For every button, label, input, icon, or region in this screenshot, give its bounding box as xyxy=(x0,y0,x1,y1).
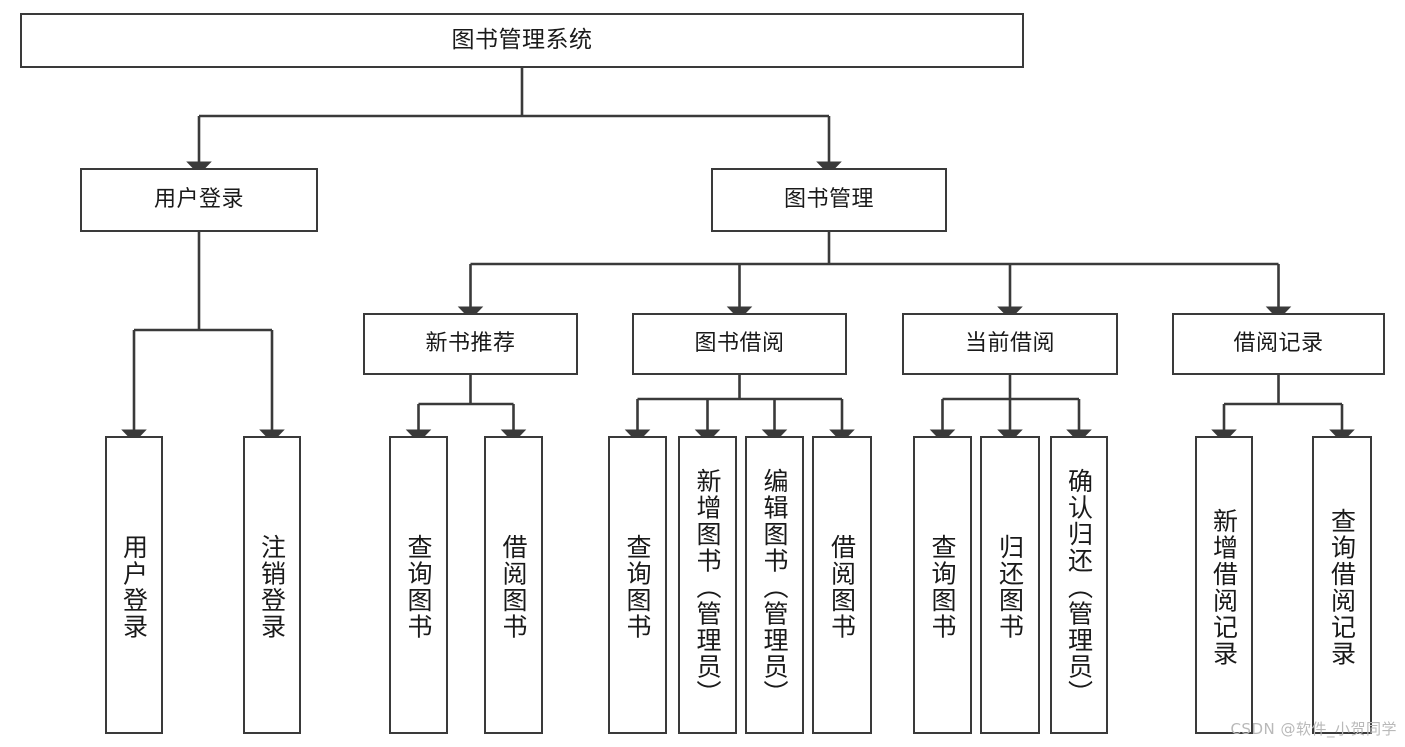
node-leaf-current-2[interactable]: 归还图书 xyxy=(980,436,1040,734)
edge-group xyxy=(121,68,1355,443)
node-label: 新增借阅记录 xyxy=(1209,507,1239,667)
node-leaf-record-1[interactable]: 新增借阅记录 xyxy=(1195,436,1253,734)
node-label: 用户登录 xyxy=(119,534,149,640)
node-leaf-current-1[interactable]: 查询图书 xyxy=(913,436,972,734)
node-login[interactable]: 用户登录 xyxy=(80,168,318,232)
node-label: 借阅图书 xyxy=(827,534,857,640)
node-leaf-borrow-3[interactable]: 编辑图书（管理员） xyxy=(745,436,804,734)
node-leaf-login-2[interactable]: 注销登录 xyxy=(243,436,301,734)
node-leaf-borrow-4[interactable]: 借阅图书 xyxy=(812,436,872,734)
node-records[interactable]: 借阅记录 xyxy=(1172,313,1385,375)
node-label: 新书推荐 xyxy=(425,330,516,356)
node-label: 借阅记录 xyxy=(1233,330,1324,356)
node-label: 注销登录 xyxy=(257,534,287,640)
watermark-text: CSDN @软件_小贺同学 xyxy=(1230,720,1397,738)
node-current[interactable]: 当前借阅 xyxy=(902,313,1118,375)
node-leaf-borrow-1[interactable]: 查询图书 xyxy=(608,436,667,734)
node-label: 借阅图书 xyxy=(499,534,528,640)
node-label: 图书借阅 xyxy=(694,330,785,356)
node-label: 图书管理系统 xyxy=(451,26,593,53)
node-label: 归还图书 xyxy=(995,534,1025,640)
node-leaf-record-2[interactable]: 查询借阅记录 xyxy=(1312,436,1372,734)
node-leaf-current-3[interactable]: 确认归还（管理员） xyxy=(1050,436,1108,734)
node-leaf-new-1[interactable]: 查询图书 xyxy=(389,436,448,734)
node-leaf-login-1[interactable]: 用户登录 xyxy=(105,436,163,734)
node-label: 确认归还（管理员） xyxy=(1064,467,1094,707)
node-leaf-borrow-2[interactable]: 新增图书（管理员） xyxy=(678,436,737,734)
node-root[interactable]: 图书管理系统 xyxy=(20,13,1024,68)
node-label: 编辑图书（管理员） xyxy=(760,467,789,707)
node-borrow[interactable]: 图书借阅 xyxy=(632,313,847,375)
node-bookmgmt[interactable]: 图书管理 xyxy=(711,168,947,232)
node-label: 查询图书 xyxy=(928,534,957,640)
node-newbook[interactable]: 新书推荐 xyxy=(363,313,578,375)
node-label: 查询借阅记录 xyxy=(1327,507,1357,667)
node-leaf-new-2[interactable]: 借阅图书 xyxy=(484,436,543,734)
node-label: 当前借阅 xyxy=(964,330,1055,356)
node-label: 用户登录 xyxy=(153,186,244,212)
node-label: 新增图书（管理员） xyxy=(693,467,722,707)
node-label: 查询图书 xyxy=(623,534,652,640)
node-label: 查询图书 xyxy=(404,534,433,640)
node-label: 图书管理 xyxy=(783,186,874,212)
